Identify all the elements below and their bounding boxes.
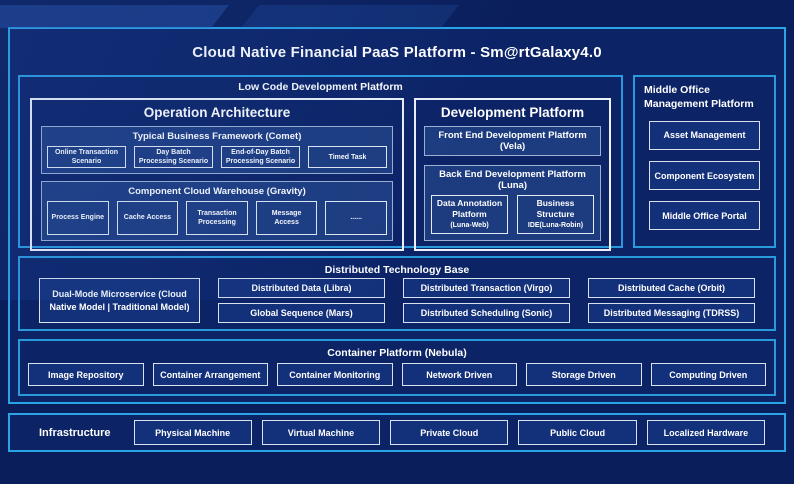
container-platform-nodes: Image Repository Container Arrangement C… <box>28 359 766 386</box>
infrastructure-section-label: Infrastructure <box>39 426 111 439</box>
component-cloud-warehouse-box: Component Cloud Warehouse (Gravity) Proc… <box>41 181 393 241</box>
header-decoration-band <box>0 5 500 28</box>
node-global-sequence-mars: Global Sequence (Mars) <box>218 303 385 323</box>
component-cloud-warehouse-title: Component Cloud Warehouse (Gravity) <box>128 186 306 198</box>
node-storage-driven: Storage Driven <box>526 363 642 386</box>
node-virtual-machine: Virtual Machine <box>261 420 381 445</box>
node-distributed-messaging-tdrss: Distributed Messaging (TDRSS) <box>588 303 755 323</box>
development-platform-title: Development Platform <box>440 105 585 120</box>
node-component-ecosystem: Component Ecosystem <box>649 161 760 191</box>
diagonal-stripe <box>241 5 459 28</box>
node-localized-hardware: Localized Hardware <box>646 420 766 445</box>
node-asset-management: Asset Management <box>649 120 760 150</box>
node-private-cloud: Private Cloud <box>390 420 509 445</box>
back-end-platform-title: Back End Development Platform (Luna) <box>439 169 586 191</box>
back-end-development-platform-box: Back End Development Platform (Luna) Dat… <box>424 165 601 241</box>
node-end-of-day-batch-processing-scenario: End-of-Day Batch Processing Scenario <box>221 146 300 169</box>
low-code-development-platform-section: Low Code Development Platform Operation … <box>18 75 623 251</box>
distributed-nodes: Dual-Mode Microservice (Cloud Native Mod… <box>28 276 766 323</box>
node-container-arrangement: Container Arrangement <box>152 363 268 386</box>
middle-office-management-platform-section: Middle Office Management Platform Asset … <box>633 75 776 248</box>
node-business-structure-ide-luna-robin: Business Structure IDE(Luna-Robin) <box>517 195 594 234</box>
distributed-section-label: Distributed Technology Base <box>324 264 470 276</box>
node-dual-mode-microservice: Dual-Mode Microservice (Cloud Native Mod… <box>39 278 200 323</box>
distributed-technology-base-section: Distributed Technology Base Dual-Mode Mi… <box>18 256 776 331</box>
typical-business-framework-box: Typical Business Framework (Comet) Onlin… <box>41 126 393 175</box>
node-distributed-transaction-virgo: Distributed Transaction (Virgo) <box>403 278 570 298</box>
infrastructure-section: Infrastructure Physical Machine Virtual … <box>8 413 786 452</box>
node-public-cloud: Public Cloud <box>518 420 637 445</box>
node-distributed-cache-orbit: Distributed Cache (Orbit) <box>588 278 755 298</box>
middle-office-section-label: Middle Office Management Platform <box>644 84 754 110</box>
typical-business-framework-title: Typical Business Framework (Comet) <box>132 131 302 142</box>
platform-diagram-panel: Cloud Native Financial PaaS Platform - S… <box>8 27 786 404</box>
node-more-ellipsis: ...... <box>325 201 387 235</box>
diagram-title: Cloud Native Financial PaaS Platform - S… <box>192 43 602 61</box>
warehouse-nodes: Process Engine Cache Access Transaction … <box>47 201 387 235</box>
node-message-access: Message Access <box>255 201 318 235</box>
node-physical-machine: Physical Machine <box>133 420 252 445</box>
back-end-nodes: Data Annotation Platform (Luna-Web) Busi… <box>431 195 594 234</box>
node-title: Data Annotation Platform <box>436 198 503 220</box>
node-data-annotation-platform-luna-web: Data Annotation Platform (Luna-Web) <box>431 195 508 234</box>
node-timed-task: Timed Task <box>308 146 387 169</box>
node-day-batch-processing-scenario: Day Batch Processing Scenario <box>134 146 213 169</box>
typical-framework-nodes: Online Transaction Scenario Day Batch Pr… <box>47 146 387 169</box>
node-middle-office-portal: Middle Office Portal <box>649 201 760 231</box>
node-network-driven: Network Driven <box>401 363 517 386</box>
distributed-column-1: Distributed Data (Libra) Global Sequence… <box>218 278 385 323</box>
diagonal-stripe <box>0 5 229 28</box>
operation-architecture-title: Operation Architecture <box>143 105 291 120</box>
node-container-monitoring: Container Monitoring <box>277 363 393 386</box>
top-row: Low Code Development Platform Operation … <box>18 75 776 251</box>
development-platform-box: Development Platform Front End Developme… <box>414 98 611 251</box>
node-distributed-data-libra: Distributed Data (Libra) <box>218 278 385 298</box>
middle-office-nodes: Asset Management Component Ecosystem Mid… <box>644 111 765 236</box>
node-cache-access: Cache Access <box>116 201 179 235</box>
low-code-section-label: Low Code Development Platform <box>238 81 403 93</box>
node-transaction-processing: Transaction Processing <box>186 201 248 235</box>
node-distributed-scheduling-sonic: Distributed Scheduling (Sonic) <box>403 303 570 323</box>
distributed-column-2: Distributed Transaction (Virgo) Distribu… <box>403 278 570 323</box>
node-subtitle: IDE(Luna-Robin) <box>527 221 584 229</box>
operation-architecture-box: Operation Architecture Typical Business … <box>30 98 404 251</box>
node-image-repository: Image Repository <box>28 363 144 386</box>
node-title: Business Structure <box>536 198 575 220</box>
distributed-column-3: Distributed Cache (Orbit) Distributed Me… <box>588 278 755 323</box>
node-online-transaction-scenario: Online Transaction Scenario <box>47 146 126 169</box>
container-platform-nebula-section: Container Platform (Nebula) Image Reposi… <box>18 339 776 396</box>
low-code-content: Operation Architecture Typical Business … <box>20 93 621 260</box>
container-platform-section-label: Container Platform (Nebula) <box>327 347 467 359</box>
node-subtitle: (Luna-Web) <box>450 221 489 229</box>
node-process-engine: Process Engine <box>47 201 109 235</box>
node-front-end-development-platform-vela: Front End Development Platform (Vela) <box>424 126 601 156</box>
node-computing-driven: Computing Driven <box>650 363 766 386</box>
